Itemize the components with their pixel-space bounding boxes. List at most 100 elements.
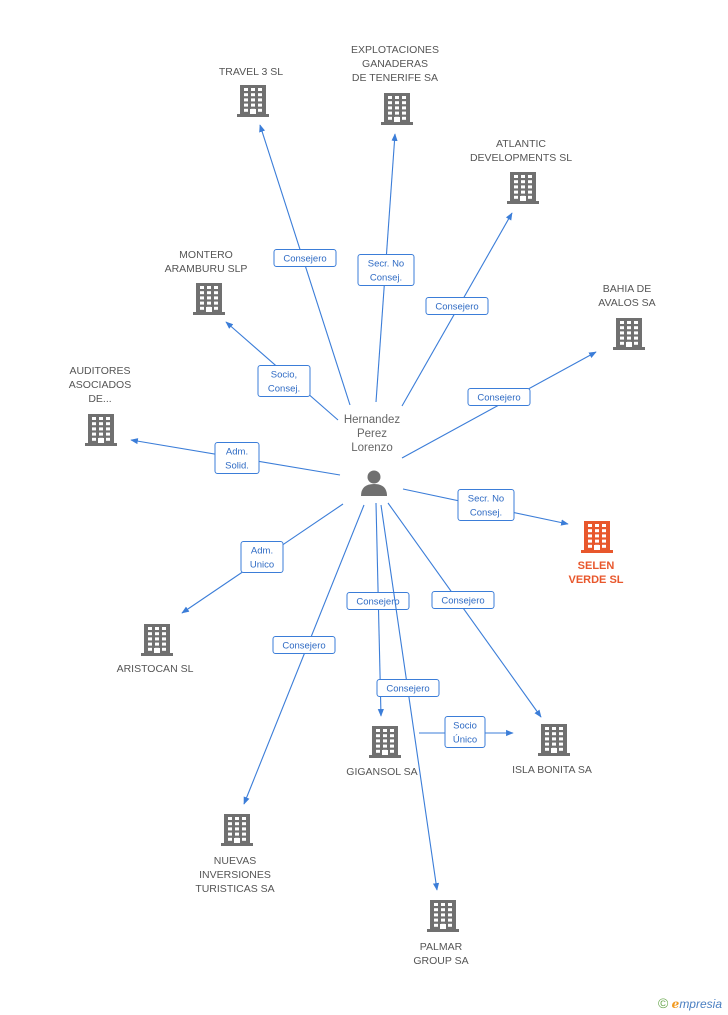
relation-label-box bbox=[240, 541, 284, 573]
footer-brand: © empresia bbox=[658, 995, 722, 1011]
relation-label: Consejero bbox=[386, 684, 429, 695]
building-icon bbox=[381, 93, 413, 125]
company-name: DE... bbox=[88, 393, 111, 405]
relation-label-box bbox=[431, 591, 495, 609]
relation-label: Adm. bbox=[251, 546, 273, 557]
person-name: Hernandez bbox=[344, 414, 401, 426]
building-icon bbox=[141, 624, 173, 656]
relation-label: Consej. bbox=[268, 384, 300, 395]
relation-e-auditores[interactable]: Adm. Solid. bbox=[130, 438, 341, 476]
company-name: EXPLOTACIONES bbox=[351, 44, 439, 56]
relation-label: Consejero bbox=[356, 597, 399, 608]
company-name: ARISTOCAN SL bbox=[117, 663, 194, 675]
relation-e-selen[interactable]: Secr. No Consej. bbox=[402, 488, 569, 526]
relation-label: Secr. No bbox=[468, 494, 504, 505]
relation-line bbox=[243, 504, 365, 805]
company-name: ARAMBURU SLP bbox=[165, 263, 248, 275]
building-icon bbox=[427, 900, 459, 932]
relation-e-atlantic[interactable]: Consejero bbox=[401, 212, 513, 407]
company-name: ATLANTIC bbox=[496, 138, 546, 150]
relation-label: Solid. bbox=[225, 461, 249, 472]
building-icon bbox=[193, 283, 225, 315]
relation-label-box bbox=[444, 716, 486, 748]
company-name: GROUP SA bbox=[413, 955, 468, 967]
company-node-selen[interactable]: SELEN VERDE SL bbox=[568, 521, 624, 586]
company-name: MONTERO bbox=[179, 249, 233, 261]
company-name: GANADERAS bbox=[362, 58, 428, 70]
relation-label: Consejero bbox=[283, 254, 326, 265]
relation-label: Consejero bbox=[477, 393, 520, 404]
relation-e-montero[interactable]: Socio, Consej. bbox=[225, 321, 339, 421]
company-name: SELEN bbox=[578, 560, 615, 572]
relation-label-box bbox=[376, 679, 440, 697]
relation-e-aristocan[interactable]: Adm. Unico bbox=[181, 503, 344, 614]
relation-label: Consej. bbox=[470, 508, 502, 519]
company-node-islabonita[interactable]: ISLA BONITA SA bbox=[512, 724, 592, 776]
person-name: Perez bbox=[357, 428, 387, 440]
relation-label: Secr. No bbox=[368, 259, 404, 270]
relation-e-palmar[interactable]: Consejero bbox=[376, 504, 440, 891]
relation-e-islabonita[interactable]: Consejero bbox=[387, 502, 542, 718]
company-node-bahia[interactable]: BAHIA DE AVALOS SA bbox=[598, 283, 656, 350]
company-name: ISLA BONITA SA bbox=[512, 764, 592, 776]
relation-label: Consejero bbox=[441, 596, 484, 607]
company-node-auditores[interactable]: AUDITORES ASOCIADOS DE... bbox=[69, 365, 131, 446]
relation-label-box bbox=[425, 297, 489, 315]
building-icon bbox=[85, 414, 117, 446]
company-name: ASOCIADOS bbox=[69, 379, 131, 391]
relation-line bbox=[380, 504, 440, 891]
company-node-aristocan[interactable]: ARISTOCAN SL bbox=[117, 624, 194, 675]
company-name: DEVELOPMENTS SL bbox=[470, 152, 572, 164]
relation-label-box bbox=[257, 365, 311, 397]
company-node-gigansol[interactable]: GIGANSOL SA bbox=[346, 726, 418, 778]
building-icon bbox=[581, 521, 613, 553]
relation-label-box bbox=[467, 388, 531, 406]
building-icon bbox=[221, 814, 253, 846]
building-icon bbox=[369, 726, 401, 758]
relation-label: Único bbox=[453, 735, 477, 746]
relation-label-box bbox=[272, 636, 336, 654]
company-node-travel3[interactable]: TRAVEL 3 SL bbox=[219, 66, 283, 117]
building-icon bbox=[507, 172, 539, 204]
building-icon bbox=[613, 318, 645, 350]
relation-e-nuevas[interactable]: Consejero bbox=[243, 504, 365, 805]
building-icon bbox=[237, 85, 269, 117]
relation-label: Consejero bbox=[282, 641, 325, 652]
company-name: NUEVAS bbox=[214, 855, 256, 867]
brand-logo: empresia bbox=[671, 997, 722, 1011]
relation-label-box bbox=[357, 254, 415, 286]
company-name: AUDITORES bbox=[69, 365, 130, 377]
company-name: DE TENERIFE SA bbox=[352, 72, 438, 84]
person-name: Lorenzo bbox=[351, 442, 393, 454]
company-node-montero[interactable]: MONTERO ARAMBURU SLP bbox=[165, 249, 248, 315]
company-name: BAHIA DE bbox=[603, 283, 651, 295]
relation-e-travel3[interactable]: Consejero bbox=[259, 124, 351, 406]
relation-e-explotaciones[interactable]: Secr. No Consej. bbox=[357, 133, 415, 403]
relation-label-box bbox=[346, 592, 410, 610]
relation-label: Socio bbox=[453, 721, 477, 732]
relation-label: Consejero bbox=[435, 302, 478, 313]
relation-label: Consej. bbox=[370, 273, 402, 284]
person-icon bbox=[361, 470, 387, 496]
building-icon bbox=[538, 724, 570, 756]
company-name: TRAVEL 3 SL bbox=[219, 66, 283, 78]
relation-e-bahia[interactable]: Consejero bbox=[401, 351, 597, 459]
company-node-atlantic[interactable]: ATLANTIC DEVELOPMENTS SL bbox=[470, 138, 572, 204]
relation-label: Socio, bbox=[271, 370, 297, 381]
relation-label: Adm. bbox=[226, 447, 248, 458]
company-node-explotaciones[interactable]: EXPLOTACIONES GANADERAS DE TENERIFE SA bbox=[351, 44, 439, 125]
relation-line bbox=[387, 502, 542, 718]
company-name: GIGANSOL SA bbox=[346, 766, 417, 778]
company-name: VERDE SL bbox=[568, 574, 623, 586]
relation-label: Unico bbox=[250, 560, 274, 571]
relation-label-box bbox=[273, 249, 337, 267]
company-name: AVALOS SA bbox=[598, 297, 655, 309]
copyright-symbol: © bbox=[658, 995, 669, 1011]
relation-label-box bbox=[457, 489, 515, 521]
relation-label-box bbox=[214, 442, 260, 474]
